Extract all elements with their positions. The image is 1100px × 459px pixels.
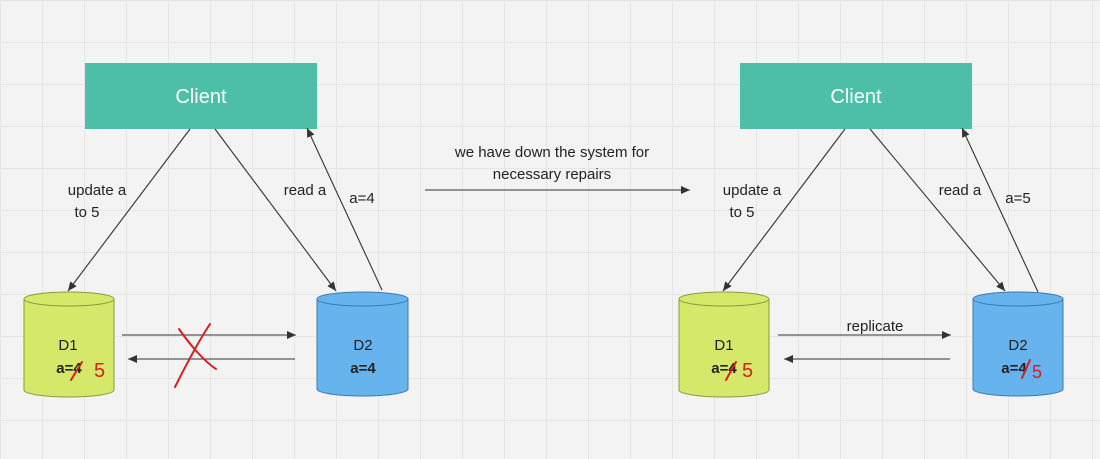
client-box	[85, 63, 317, 129]
response-label: a=4	[349, 190, 374, 207]
left-scenario: Client update a to 5 read a a=4 D1 a=4 5…	[23, 63, 409, 398]
update-arrow	[67, 128, 191, 292]
response-arrow	[961, 127, 1039, 293]
update-label-2: to 5	[729, 204, 754, 221]
client-box	[740, 63, 972, 129]
client-label: Client	[830, 86, 882, 108]
response-arrow	[306, 127, 383, 291]
transition-label-2: necessary repairs	[493, 166, 611, 183]
d2-cylinder: D2 a=4	[316, 291, 409, 397]
update-label: update a	[68, 182, 127, 199]
read-label: read a	[939, 182, 982, 199]
transition-label: we have down the system for	[454, 144, 649, 161]
d1-name: D1	[58, 337, 77, 354]
d2-new-value: 5	[1032, 362, 1042, 382]
d2-name: D2	[1008, 337, 1027, 354]
read-label: read a	[284, 182, 327, 199]
response-label: a=5	[1005, 190, 1030, 207]
d2-cylinder: D2 a=4 5	[972, 291, 1064, 397]
d2-name: D2	[353, 337, 372, 354]
update-label-2: to 5	[74, 204, 99, 221]
cross-mark	[174, 323, 217, 388]
strike-mark	[70, 361, 83, 381]
d1-cylinder: D1 a=4 5	[678, 291, 770, 398]
d2-value: a=4	[1001, 360, 1027, 377]
replicate-label: replicate	[847, 318, 904, 335]
update-label: update a	[723, 182, 782, 199]
read-arrow	[214, 128, 337, 292]
right-scenario: Client update a to 5 read a a=5 D1 a=4 5…	[678, 63, 1064, 398]
read-arrow	[869, 128, 1006, 292]
d2-value: a=4	[350, 360, 376, 377]
update-arrow	[722, 128, 846, 292]
d1-new-value: 5	[742, 360, 753, 382]
d1-cylinder: D1 a=4 5	[23, 291, 115, 398]
strike-mark	[1021, 359, 1031, 379]
d1-name: D1	[714, 337, 733, 354]
strike-mark	[725, 361, 737, 381]
d1-new-value: 5	[94, 360, 105, 382]
client-label: Client	[175, 86, 227, 108]
